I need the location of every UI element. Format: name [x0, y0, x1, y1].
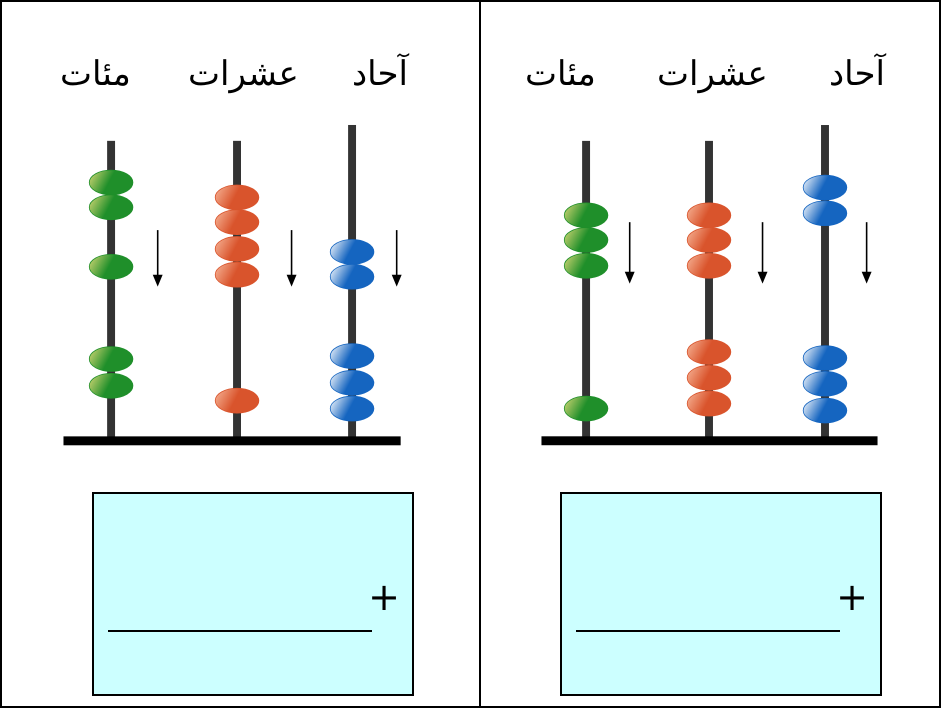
abacus-left — [63, 124, 402, 446]
abacus-base — [63, 436, 401, 446]
down-arrow-icon — [624, 222, 635, 284]
tens-bead[interactable] — [686, 253, 732, 279]
ones-bead[interactable] — [329, 239, 375, 265]
rod-hundreds — [107, 140, 116, 443]
tens-bead[interactable] — [214, 387, 260, 414]
abacus-right — [541, 125, 878, 446]
down-arrow-icon — [861, 222, 872, 284]
ones-bead[interactable] — [329, 395, 375, 422]
exercise-panel-left: مئات عشرات آحاد + — [0, 0, 481, 708]
rod-ones — [821, 125, 829, 443]
hundreds-bead[interactable] — [88, 373, 134, 399]
hundreds-bead[interactable] — [88, 194, 134, 221]
answer-line — [108, 630, 372, 632]
plus-sign: + — [368, 575, 400, 619]
answer-box-left[interactable]: + — [92, 492, 414, 696]
ones-bead[interactable] — [802, 397, 848, 424]
ones-bead[interactable] — [802, 200, 848, 227]
tens-bead[interactable] — [686, 365, 732, 391]
tens-bead[interactable] — [686, 202, 732, 229]
tens-bead[interactable] — [214, 236, 260, 262]
hundreds-bead[interactable] — [563, 253, 609, 279]
plus-sign: + — [836, 575, 868, 619]
ones-bead[interactable] — [329, 343, 375, 369]
ones-bead[interactable] — [802, 370, 848, 397]
exercise-panel-right: مئات عشرات آحاد + — [479, 0, 941, 708]
abacus-base — [541, 436, 878, 446]
hundreds-bead[interactable] — [88, 169, 134, 196]
ones-bead[interactable] — [802, 174, 848, 201]
label-ones: آحاد — [829, 54, 885, 94]
hundreds-bead[interactable] — [563, 227, 609, 253]
tens-bead[interactable] — [686, 339, 732, 365]
answer-line — [576, 630, 840, 632]
hundreds-bead[interactable] — [563, 202, 609, 229]
tens-bead[interactable] — [214, 184, 260, 211]
ones-bead[interactable] — [802, 345, 848, 371]
ones-bead[interactable] — [329, 370, 375, 396]
hundreds-bead[interactable] — [88, 346, 134, 372]
hundreds-bead[interactable] — [88, 253, 134, 280]
hundreds-bead[interactable] — [563, 395, 609, 422]
label-hundreds: مئات — [60, 54, 131, 94]
answer-box-right[interactable]: + — [560, 492, 882, 696]
rod-tens — [705, 140, 713, 443]
rod-tens — [233, 140, 241, 443]
rod-hundreds — [582, 140, 591, 443]
label-tens: عشرات — [657, 54, 768, 94]
label-hundreds: مئات — [525, 54, 596, 94]
down-arrow-icon — [391, 230, 402, 287]
down-arrow-icon — [152, 230, 163, 287]
tens-bead[interactable] — [686, 227, 732, 253]
down-arrow-icon — [757, 222, 768, 284]
tens-bead[interactable] — [686, 390, 732, 417]
label-ones: آحاد — [352, 54, 408, 94]
down-arrow-icon — [286, 230, 297, 287]
label-tens: عشرات — [188, 54, 299, 94]
ones-bead[interactable] — [329, 263, 375, 290]
tens-bead[interactable] — [214, 261, 260, 288]
tens-bead[interactable] — [214, 209, 260, 235]
